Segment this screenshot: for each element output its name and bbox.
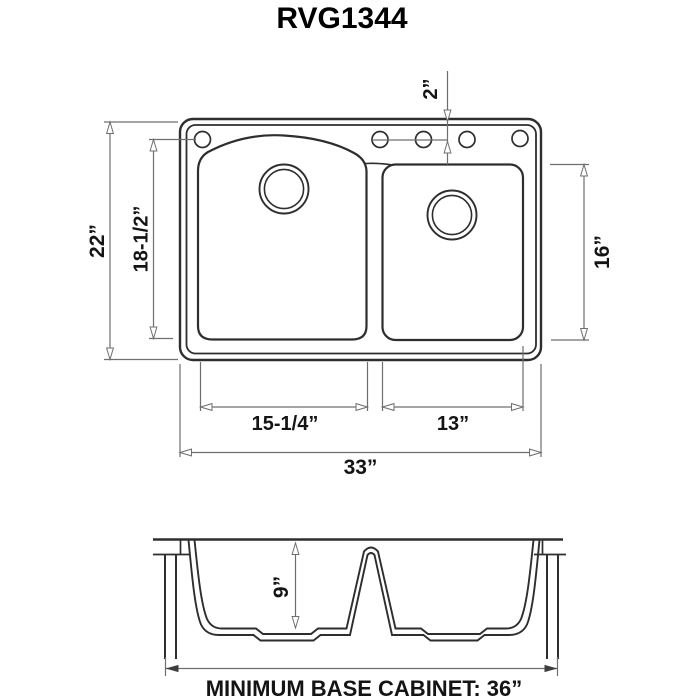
sink-outer-rim bbox=[178, 117, 543, 362]
sink-section-outer-surface bbox=[187, 539, 541, 642]
faucet-hole bbox=[458, 130, 476, 149]
dim-label-left-bowl-depth: 18-1/2” bbox=[131, 206, 153, 273]
dim-faucet-hole-offset: 2” bbox=[372, 71, 452, 165]
dim-label-right-bowl-depth: 16” bbox=[591, 235, 614, 269]
dim-label-overall-depth: 22” bbox=[86, 224, 109, 258]
dim-overall-width: 33” bbox=[178, 364, 543, 479]
dim-left-bowl-depth: 18-1/2” bbox=[131, 137, 196, 341]
faucet-hole bbox=[193, 130, 212, 149]
dim-label-overall-width: 33” bbox=[344, 456, 378, 479]
dim-label-left-bowl-width: 15-1/4” bbox=[252, 413, 319, 435]
left-bowl-outline bbox=[196, 134, 368, 341]
dim-label-bowl-depth: 9” bbox=[270, 576, 293, 598]
section-view: 9” MINIMUM BASE CABINET: 36” bbox=[153, 538, 566, 700]
dim-right-bowl-depth: 16” bbox=[550, 162, 614, 342]
cabinet-sides bbox=[164, 554, 559, 659]
sink-inner-rim bbox=[185, 124, 537, 355]
dim-bowl-depth: 9” bbox=[270, 541, 300, 630]
dim-label-right-bowl-width: 13” bbox=[437, 413, 469, 435]
right-bowl-drain bbox=[426, 189, 478, 241]
faucet-hole bbox=[511, 129, 529, 148]
dim-left-bowl-width: 15-1/4” bbox=[198, 362, 370, 435]
top-view bbox=[178, 117, 543, 362]
bowl-divider-ledge bbox=[365, 162, 394, 166]
sink-section-inner-surface bbox=[193, 539, 535, 635]
dim-right-bowl-width: 13” bbox=[380, 346, 525, 435]
right-bowl-outline bbox=[381, 163, 525, 342]
dim-base-cabinet bbox=[164, 657, 559, 676]
base-cabinet-caption: MINIMUM BASE CABINET: 36” bbox=[206, 676, 523, 700]
counter-underside bbox=[153, 539, 566, 556]
dim-label-faucet-hole-offset: 2” bbox=[420, 78, 442, 99]
dim-overall-depth: 22” bbox=[86, 120, 178, 362]
model-number-title: RVG1344 bbox=[276, 2, 408, 35]
left-bowl-drain bbox=[258, 163, 310, 215]
